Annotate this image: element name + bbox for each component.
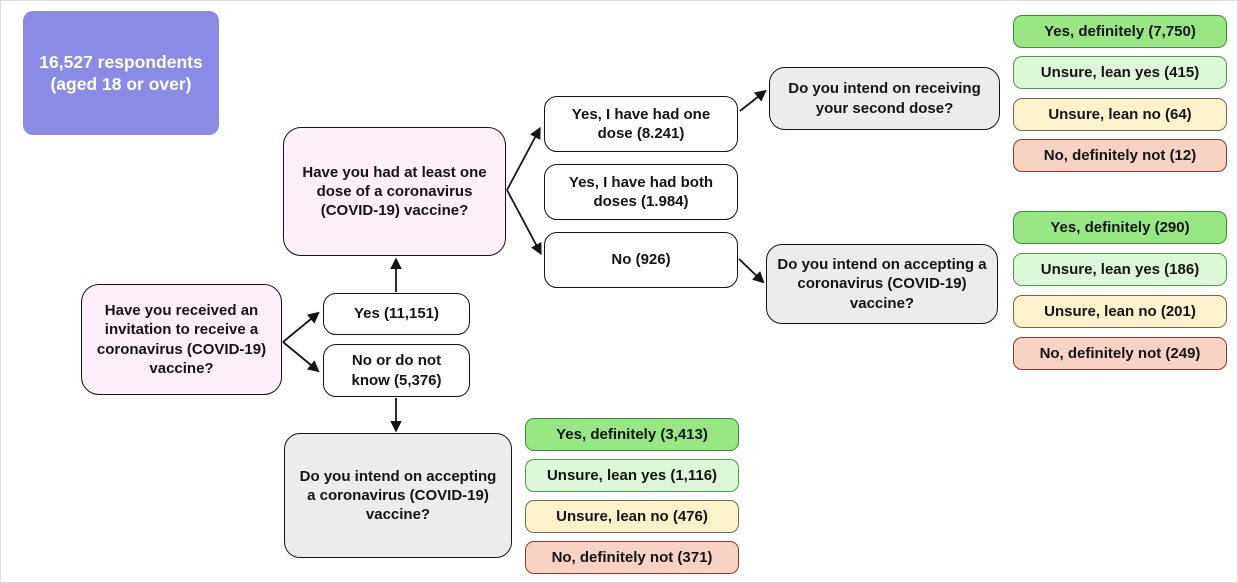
- result-uninvited-unsure-lean-no: Unsure, lean no (476): [525, 500, 739, 533]
- invitation-answer-yes-box: Yes (11,151): [323, 293, 470, 335]
- accept-intent-unvaccinated-question-box: Do you intend on accepting a coronavirus…: [766, 244, 998, 324]
- result-second-dose-unsure-lean-no: Unsure, lean no (64): [1013, 98, 1227, 131]
- result-uninvited-yes-definitely: Yes, definitely (3,413): [525, 418, 739, 451]
- result-unvaccinated-unsure-lean-no: Unsure, lean no (201): [1013, 295, 1227, 328]
- arrow-no-to-accept-q-mid: [738, 258, 765, 284]
- second-dose-intent-question-box: Do you intend on receiving your second d…: [769, 67, 1000, 130]
- result-unvaccinated-yes-definitely: Yes, definitely (290): [1013, 211, 1227, 244]
- arrow-invitation-to-no: [282, 341, 320, 373]
- dose-answer-both-doses-box: Yes, I have had both doses (1.984): [544, 164, 738, 220]
- invitation-answer-no-box: No or do not know (5,376): [323, 344, 470, 397]
- result-second-dose-yes-definitely: Yes, definitely (7,750): [1013, 15, 1227, 48]
- result-unvaccinated-unsure-lean-yes: Unsure, lean yes (186): [1013, 253, 1227, 286]
- result-second-dose-no-definitely-not: No, definitely not (12): [1013, 139, 1227, 172]
- dose-answer-one-dose-box: Yes, I have had one dose (8.241): [544, 96, 738, 152]
- result-second-dose-unsure-lean-yes: Unsure, lean yes (415): [1013, 56, 1227, 89]
- arrow-dose-to-one-dose: [506, 126, 541, 191]
- accept-intent-uninvited-question-box: Do you intend on accepting a coronavirus…: [284, 433, 512, 558]
- result-uninvited-unsure-lean-yes: Unsure, lean yes (1,116): [525, 459, 739, 492]
- result-uninvited-no-definitely-not: No, definitely not (371): [525, 541, 739, 574]
- arrow-dose-to-no: [506, 189, 542, 256]
- invitation-question-box: Have you received an invitation to recei…: [81, 284, 282, 395]
- arrow-one-dose-to-second-q: [739, 89, 767, 112]
- dose-question-box: Have you had at least one dose of a coro…: [283, 127, 506, 256]
- result-unvaccinated-no-definitely-not: No, definitely not (249): [1013, 337, 1227, 370]
- arrow-invitation-to-yes: [282, 311, 320, 343]
- dose-answer-no-box: No (926): [544, 232, 738, 288]
- respondents-count-box: 16,527 respondents (aged 18 or over): [23, 11, 219, 135]
